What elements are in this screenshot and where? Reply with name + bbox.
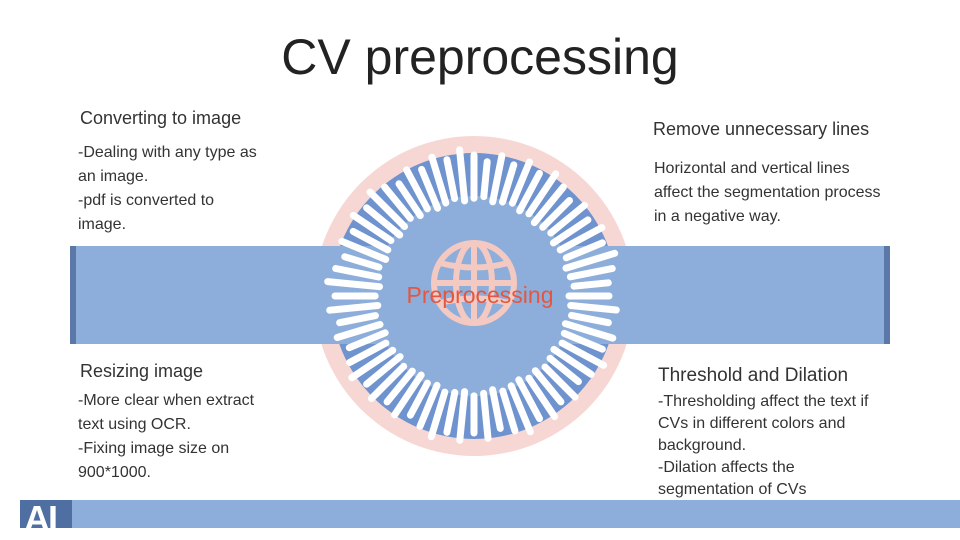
radial-stripe <box>480 389 492 442</box>
radial-stripe <box>406 379 431 419</box>
radial-stripe <box>363 204 404 239</box>
radial-stripe <box>391 371 425 419</box>
radial-stripe <box>566 265 616 281</box>
footer-logo-block <box>20 500 72 528</box>
radial-stripe <box>418 165 442 212</box>
radial-stripe <box>556 224 606 254</box>
globe-icon <box>431 240 517 326</box>
remove-lines-heading: Remove unnecessary lines <box>653 119 870 139</box>
radial-stripe <box>345 329 389 352</box>
band-left-shadow <box>70 246 76 344</box>
radial-stripe <box>366 188 408 230</box>
radial-stripe <box>332 265 383 281</box>
remove-lines-body: Horizontal and vertical lines affect the… <box>654 160 881 225</box>
radial-stripe <box>326 302 382 314</box>
radial-stripe <box>346 339 390 366</box>
radial-stripe <box>333 321 384 341</box>
radial-stripe <box>381 183 414 222</box>
radial-stripe <box>539 197 573 231</box>
radial-stripe <box>525 374 559 421</box>
converting-body: -Dealing with any type as an image. -pdf… <box>78 144 257 233</box>
radial-stripe <box>525 170 560 218</box>
radial-stripe <box>456 388 469 444</box>
radial-stripe <box>403 166 431 213</box>
footer-bar <box>72 500 960 528</box>
radial-stripe <box>489 386 504 432</box>
radial-stripe <box>558 339 608 369</box>
radial-stripe <box>383 367 416 406</box>
threshold-body: -Thresholding affect the text if CVs in … <box>658 393 869 498</box>
radial-stripe <box>368 362 408 402</box>
threshold-heading: Threshold and Dilation <box>658 365 849 386</box>
radial-stripe <box>338 237 390 263</box>
band-right-shadow <box>884 246 890 344</box>
radial-stripe <box>395 180 424 220</box>
radial-stripe <box>499 161 518 206</box>
radial-stripe <box>427 388 449 441</box>
radial-stripe <box>547 201 588 237</box>
radial-stripe <box>560 329 606 353</box>
radial-stripe <box>363 353 404 388</box>
radial-stripe <box>531 367 565 406</box>
radial-stripe <box>570 279 612 290</box>
footer-logo: AI <box>24 498 58 539</box>
radial-stripe <box>443 388 459 436</box>
radial-stripe <box>508 158 533 207</box>
radial-stripe <box>541 363 579 401</box>
center-label: Preprocessing <box>406 282 554 308</box>
radial-stripe <box>480 158 491 201</box>
radial-stripe <box>507 382 534 436</box>
radial-stripe <box>324 278 383 291</box>
radial-stripe <box>549 216 592 247</box>
radial-stripe <box>428 153 450 207</box>
radial-stripe <box>336 312 379 327</box>
radial-stripe <box>499 387 519 435</box>
converting-heading: Converting to image <box>80 108 242 128</box>
radial-stripe <box>546 354 582 386</box>
radial-stripes <box>324 146 620 444</box>
radial-stripe <box>443 156 459 202</box>
radial-stripe <box>562 239 606 262</box>
radial-stripe <box>568 311 612 327</box>
resizing-heading: Resizing image <box>80 361 204 381</box>
radial-stripe <box>416 381 441 430</box>
slide-title: CV preprocessing <box>281 29 679 85</box>
resizing-body: -More clear when extract text using OCR.… <box>78 392 255 481</box>
radial-stripe <box>562 249 619 272</box>
radial-stripe <box>348 346 397 382</box>
radial-stripe <box>567 302 620 314</box>
radial-stripe <box>341 253 383 271</box>
radial-stripe <box>550 345 595 378</box>
radial-stripe <box>456 146 469 205</box>
radial-stripe <box>515 376 543 423</box>
radial-stripe <box>489 152 506 206</box>
radial-stripe <box>349 211 395 244</box>
radial-stripe <box>349 227 392 254</box>
radial-stripe <box>561 320 617 342</box>
radial-stripe <box>516 169 543 215</box>
radial-stripe <box>530 183 567 227</box>
